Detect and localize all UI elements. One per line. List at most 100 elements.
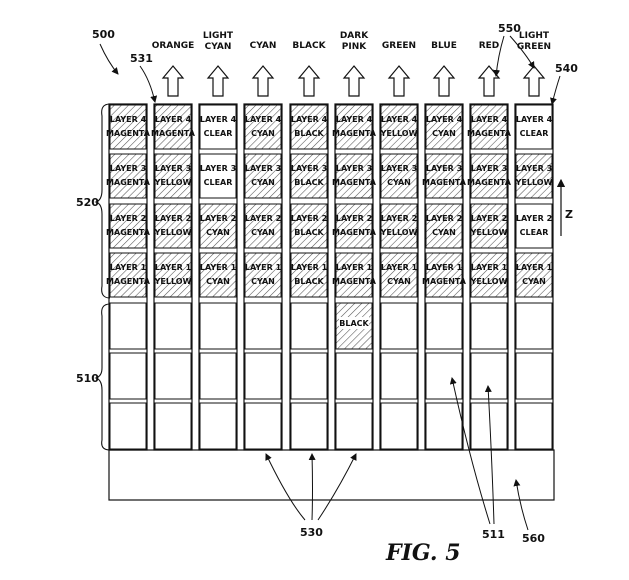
up-arrow-icon [161, 65, 185, 97]
layer-cell [199, 104, 237, 150]
ref-530-leader-a [265, 453, 306, 521]
layer-material-label: MAGENTA [106, 228, 151, 237]
substrate-560 [108, 449, 555, 501]
layer-number-label: LAYER 3 [291, 164, 327, 173]
layer-cell [380, 252, 418, 298]
lower-cell [290, 302, 328, 350]
layer-material-label: YELLOW [154, 228, 192, 237]
column-header-text: PINK [342, 42, 367, 52]
ref-530-leader-b [308, 453, 316, 521]
layer-cell [290, 203, 328, 249]
layer-material-label: CYAN [206, 228, 230, 237]
up-arrow-icon [297, 65, 321, 97]
up-arrow-icon [477, 65, 501, 97]
layer-number-label: LAYER 2 [155, 214, 191, 223]
ref-510: 510 [76, 372, 99, 385]
layer-material-label: YELLOW [380, 228, 418, 237]
layer-number-label: LAYER 4 [155, 115, 192, 124]
lower-cell [199, 302, 237, 350]
up-arrow-icon [522, 65, 546, 97]
layer-material-label: BLACK [294, 178, 324, 187]
layer-material-label: YELLOW [154, 178, 192, 187]
ref-550: 550 [498, 22, 521, 35]
ref-520: 520 [76, 196, 99, 209]
column-0 [108, 103, 148, 451]
layer-number-label: LAYER 2 [110, 214, 146, 223]
lower-cell [290, 352, 328, 400]
layer-number-label: LAYER 1 [336, 263, 373, 272]
layer-material-label: CLEAR [520, 129, 549, 138]
up-arrow-icon [387, 65, 411, 97]
layer-material-label: YELLOW [154, 277, 192, 286]
layer-cell [154, 252, 192, 298]
layer-cell [154, 203, 192, 249]
lower-cell [380, 352, 418, 400]
layer-material-label: YELLOW [470, 277, 508, 286]
lower-cell [470, 302, 508, 350]
layer-cell [244, 104, 282, 150]
layer-cell [335, 252, 373, 298]
layer-number-label: LAYER 4 [471, 115, 508, 124]
lower-cell [244, 352, 282, 400]
layer-material-label: MAGENTA [332, 228, 377, 237]
layer-material-label: CYAN [251, 129, 275, 138]
column-header-text: BLACK [292, 41, 326, 51]
ref-540-leader [550, 75, 561, 105]
layer-cell [290, 104, 328, 150]
layer-number-label: LAYER 4 [110, 115, 147, 124]
lower-cell [380, 302, 418, 350]
layer-number-label: LAYER 4 [200, 115, 237, 124]
ref-511: 511 [482, 528, 505, 541]
layer-cell [244, 252, 282, 298]
column-4 [289, 103, 329, 451]
layer-cell [470, 153, 508, 199]
layer-number-label: LAYER 1 [291, 263, 328, 272]
layer-cell [109, 104, 147, 150]
lower-cell [290, 402, 328, 450]
layer-material-label: CYAN [432, 228, 456, 237]
layer-cell [335, 203, 373, 249]
layer-number-label: LAYER 3 [245, 164, 281, 173]
layer-material-label: MAGENTA [106, 178, 151, 187]
layer-number-label: LAYER 2 [291, 214, 327, 223]
column-header-text: BLUE [431, 41, 457, 51]
column-7 [424, 103, 464, 451]
layer-material-label: YELLOW [470, 228, 508, 237]
layer-cell [425, 104, 463, 150]
layer-number-label: LAYER 3 [200, 164, 236, 173]
lower-cell [109, 402, 147, 450]
lower-cell [109, 302, 147, 350]
layer-number-label: LAYER 1 [155, 263, 192, 272]
layer-material-label: CYAN [387, 178, 411, 187]
layer-number-label: LAYER 4 [426, 115, 463, 124]
ref-530: 530 [300, 526, 323, 539]
layer-material-label: CYAN [522, 277, 546, 286]
layer-material-label: CYAN [387, 277, 411, 286]
layer-number-label: LAYER 1 [426, 263, 463, 272]
layer-material-label: MAGENTA [467, 129, 512, 138]
layer-cell [425, 153, 463, 199]
layer-material-label: MAGENTA [106, 277, 151, 286]
layer-cell [290, 153, 328, 199]
layer-cell [515, 203, 553, 249]
lower-cell [425, 402, 463, 450]
up-arrow-icon [251, 65, 275, 97]
layer-material-label: YELLOW [380, 129, 418, 138]
ref-531: 531 [130, 52, 153, 65]
lower-cell [154, 352, 192, 400]
lower-cell [515, 402, 553, 450]
layer-cell [109, 252, 147, 298]
lower-cell [470, 352, 508, 400]
layer-cell [425, 252, 463, 298]
layer-number-label: LAYER 1 [200, 263, 237, 272]
layer-material-label: MAGENTA [422, 277, 467, 286]
layer-cell [515, 153, 553, 199]
layer-cell [380, 104, 418, 150]
lower-cell [515, 352, 553, 400]
layer-material-label: CLEAR [520, 228, 549, 237]
layer-material-label: BLACK [294, 277, 324, 286]
layer-number-label: LAYER 4 [516, 115, 553, 124]
lower-cell [199, 352, 237, 400]
layer-cell [290, 252, 328, 298]
